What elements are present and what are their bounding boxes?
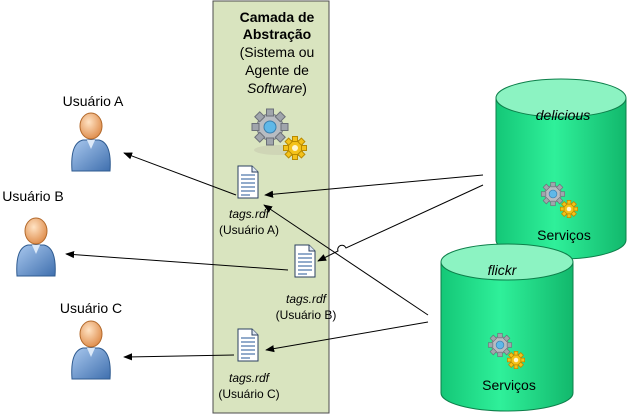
document-c: tags.rdf (Usuário C) bbox=[218, 328, 280, 401]
user-a-label: Usuário A bbox=[63, 93, 124, 109]
user-b-label: Usuário B bbox=[2, 188, 63, 204]
connector-doc-c-user-c bbox=[123, 353, 235, 361]
user-b: Usuário B bbox=[2, 188, 64, 277]
user-c-label: Usuário C bbox=[60, 300, 122, 316]
document-b-file: tags.rdf bbox=[286, 292, 328, 306]
connector-delicious-doc-a bbox=[264, 174, 484, 198]
document-a-owner: (Usuário A) bbox=[219, 223, 279, 237]
user-icon bbox=[71, 320, 111, 380]
layer-desc-line1: (Sistema ou bbox=[240, 44, 315, 60]
layer-title-line2: Abstração bbox=[243, 26, 311, 42]
document-c-owner: (Usuário C) bbox=[218, 387, 279, 401]
connector-flickr-doc-c bbox=[265, 321, 429, 353]
service-flickr: flickr Serviços bbox=[440, 243, 574, 412]
connector-doc-b-user-b bbox=[65, 250, 289, 271]
document-icon bbox=[294, 244, 316, 278]
document-b: tags.rdf (Usuário B) bbox=[276, 244, 337, 322]
layer-desc-line3: Software) bbox=[247, 80, 307, 96]
service-flickr-caption: Serviços bbox=[482, 377, 536, 393]
layer-title-line1: Camada de bbox=[240, 9, 315, 25]
document-b-owner: (Usuário B) bbox=[276, 308, 337, 322]
layer-desc-line2: Agente de bbox=[245, 62, 309, 78]
connector-delicious-doc-b bbox=[317, 184, 484, 262]
user-icon bbox=[16, 217, 56, 277]
gears-icon bbox=[251, 108, 307, 160]
connector-flickr-doc-a bbox=[263, 204, 429, 316]
connector-doc-a-user-a bbox=[123, 152, 237, 196]
user-c: Usuário C bbox=[60, 300, 122, 380]
document-a: tags.rdf (Usuário A) bbox=[219, 165, 279, 237]
service-delicious-name: delicious bbox=[536, 107, 590, 123]
service-flickr-name: flickr bbox=[488, 262, 518, 278]
document-icon bbox=[237, 165, 259, 199]
document-icon bbox=[237, 328, 259, 362]
user-a: Usuário A bbox=[63, 93, 124, 172]
user-icon bbox=[71, 112, 111, 172]
connectors bbox=[65, 152, 484, 361]
document-a-file: tags.rdf bbox=[229, 207, 271, 221]
document-c-file: tags.rdf bbox=[229, 371, 271, 385]
service-delicious-caption: Serviços bbox=[537, 227, 591, 243]
service-delicious: delicious Serviços bbox=[495, 78, 627, 260]
